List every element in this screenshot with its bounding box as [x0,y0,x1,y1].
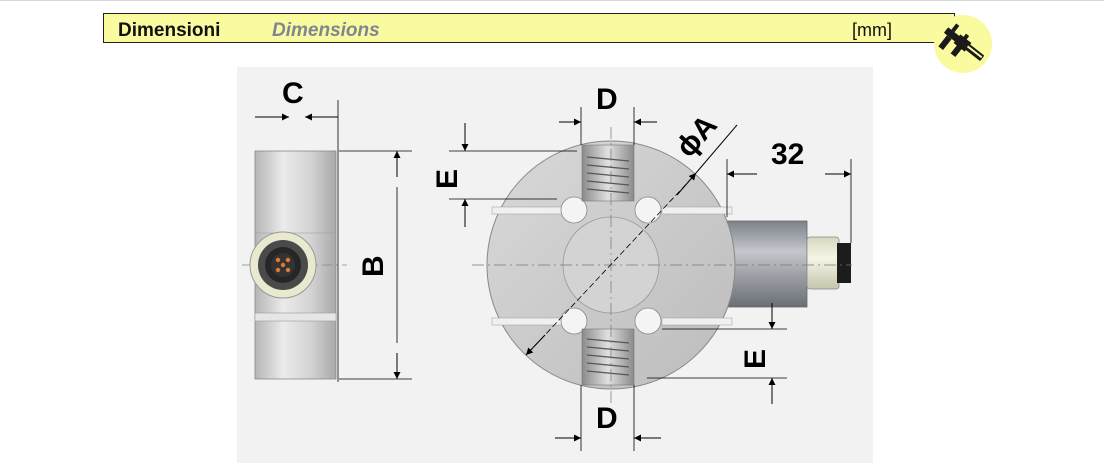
label-c: C [282,77,304,110]
label-d-top: D [596,83,618,116]
dimension-b: B [339,150,412,380]
dimension-d-top: D [559,83,657,145]
label-32: 32 [771,138,804,171]
top-divider [0,0,1104,1]
label-d-bottom: D [596,402,618,435]
dimension-32: 32 [726,138,852,243]
caliper-icon [933,14,993,74]
section-title-english: Dimensions [272,20,380,41]
dimension-e-left: E [431,123,577,227]
side-view [242,150,347,380]
dimension-d-bottom: D [555,385,661,451]
label-e-right: E [739,349,772,369]
unit-label: [mm] [852,20,892,40]
section-header: Dimensioni Dimensions [mm] [103,13,955,43]
label-e-left: E [431,169,464,189]
technical-drawing: C B [237,67,873,463]
section-title-italian: Dimensioni [118,20,221,41]
connector-face [249,231,317,299]
dimension-c: C [255,77,339,382]
dimension-e-right: E [647,303,787,404]
label-b: B [357,255,390,277]
